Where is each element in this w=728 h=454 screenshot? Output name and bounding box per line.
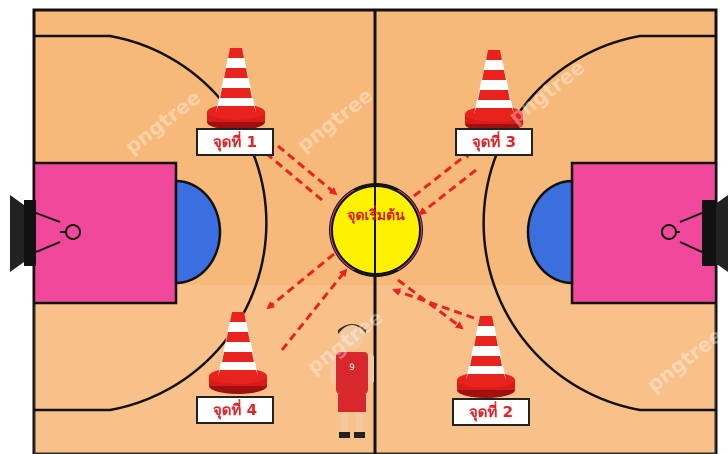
key-arc-right — [526, 179, 574, 285]
svg-text:9: 9 — [349, 363, 355, 373]
station-label-1: จุดที่ 1 — [196, 128, 274, 156]
station-label-3: จุดที่ 3 — [455, 128, 533, 156]
arrow-center-to-3 — [413, 150, 472, 198]
arrow-3-to-center — [418, 168, 477, 216]
paint-right — [570, 161, 718, 305]
player-figure: 9 — [330, 324, 374, 438]
start-point-label: จุดเริ่มต้น — [347, 208, 405, 224]
arrow-center-to-4 — [266, 252, 335, 310]
key-arc-left — [174, 179, 222, 285]
station-label-2: จุดที่ 2 — [452, 398, 530, 426]
arrow-1-to-center — [260, 148, 323, 202]
hoop-right — [661, 195, 728, 272]
paint-left — [32, 161, 178, 305]
three-point-line-right — [482, 34, 716, 412]
arrow-4-to-center — [280, 268, 348, 351]
center-circle — [326, 183, 426, 277]
arrow-2-to-center — [392, 288, 475, 320]
station-label-4: จุดที่ 4 — [196, 396, 274, 424]
hoop-left — [10, 195, 81, 272]
three-point-line-left — [34, 34, 268, 412]
